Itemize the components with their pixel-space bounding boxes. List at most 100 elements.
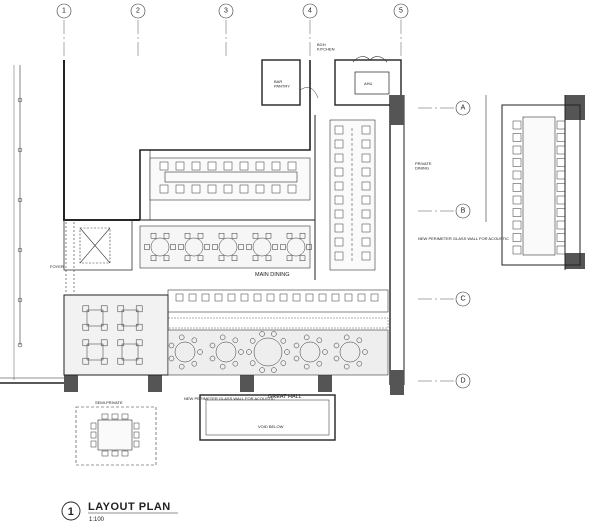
chair (361, 223, 371, 233)
chair (184, 255, 191, 262)
chair (231, 255, 238, 262)
chair (144, 244, 150, 250)
chair (150, 255, 157, 262)
chair (361, 125, 371, 135)
great-hall-label: GREAT HALL (268, 394, 302, 400)
chair (135, 305, 143, 313)
chair (150, 232, 157, 239)
chair (231, 232, 238, 239)
grid-rows (418, 107, 455, 382)
plan-scale: 1:100 (89, 517, 105, 523)
chair (90, 440, 97, 448)
chair (252, 255, 259, 262)
grid-bubble-b: B (455, 203, 471, 219)
chair (512, 183, 522, 192)
main-dining-round-tables (139, 225, 312, 269)
chair (265, 232, 272, 239)
chair (334, 139, 344, 149)
chair (238, 349, 244, 355)
chair (100, 357, 108, 365)
chair (512, 220, 522, 230)
chair (299, 255, 306, 262)
chair (209, 342, 216, 349)
chair (219, 334, 226, 341)
bar-stool (214, 293, 223, 302)
chair (556, 233, 566, 242)
chair (135, 323, 143, 331)
chair (512, 195, 522, 205)
chair (178, 363, 185, 370)
chair (293, 342, 300, 349)
grid-columns (63, 20, 402, 58)
chair (556, 220, 566, 230)
bar-stool (201, 293, 210, 302)
chair (556, 120, 566, 130)
round-table (252, 237, 272, 257)
bar-stool (175, 293, 184, 302)
grid-bubble-a: A (455, 100, 471, 116)
plan-title-block: 1 LAYOUT PLAN 1:100 (61, 501, 178, 523)
bar-stool (305, 293, 314, 302)
grid-bubble-3: 3 (218, 3, 234, 19)
left-edge (13, 65, 23, 380)
chair (100, 323, 108, 331)
semi-private-left-room (63, 294, 169, 376)
chair (117, 305, 125, 313)
chair (271, 367, 277, 373)
chair (512, 208, 522, 217)
chair (197, 255, 204, 262)
ahu-room: AHU (334, 59, 402, 106)
foyer-area (63, 219, 133, 292)
chair (191, 360, 198, 367)
chair (316, 337, 323, 344)
chair (361, 209, 371, 219)
chair (223, 161, 233, 171)
private-dining-inset (485, 95, 581, 270)
chair (334, 251, 344, 261)
chair (299, 232, 306, 239)
svg-text:5: 5 (399, 8, 403, 15)
chair (249, 360, 256, 366)
chair (239, 184, 249, 194)
chair (361, 167, 371, 177)
chair (209, 355, 216, 362)
chair (512, 245, 522, 255)
chair (356, 360, 363, 367)
chair (178, 244, 184, 250)
chair (117, 323, 125, 331)
great-hall (167, 289, 389, 376)
bar-stool (357, 293, 366, 302)
chair (556, 133, 566, 142)
square-table (86, 309, 104, 327)
chair (556, 195, 566, 205)
chair (100, 339, 108, 347)
void-below-label: VOID BELOW (258, 424, 284, 429)
chair (286, 255, 293, 262)
square-table (86, 343, 104, 361)
grid-bubble-d: D (455, 373, 471, 389)
void-below (199, 394, 336, 441)
chair (223, 184, 233, 194)
bar-stool (240, 293, 249, 302)
chair (512, 158, 522, 167)
chair (271, 161, 281, 171)
chair (191, 184, 201, 194)
grid-bubble-c: C (455, 291, 471, 307)
chair (512, 233, 522, 242)
chair (121, 450, 129, 457)
main-dining-long-table (149, 157, 311, 201)
chair (249, 338, 256, 344)
chair (212, 244, 218, 250)
chair (218, 255, 225, 262)
perimeter-glass-note: NEW PERIMETER GLASS WALL FOR ACOUSTIC (418, 236, 509, 241)
svg-text:2: 2 (136, 8, 140, 15)
chair (334, 237, 344, 247)
chair (361, 195, 371, 205)
chair (259, 331, 265, 337)
semi-private-label: SEMI-PRIVATE (95, 400, 123, 405)
grid-bubble-5: 5 (393, 3, 409, 19)
chair (272, 244, 278, 250)
